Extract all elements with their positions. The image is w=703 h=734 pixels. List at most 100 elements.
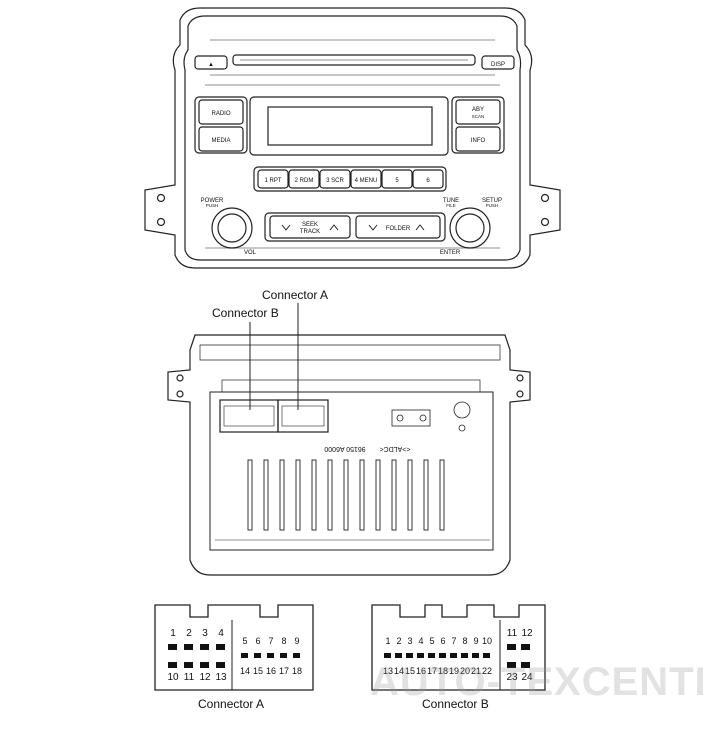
- pin-label: 22: [481, 666, 492, 676]
- pin-label: 15: [252, 666, 263, 676]
- info-label: INFO: [471, 138, 486, 144]
- pin-label: 6: [440, 636, 446, 646]
- preset-button-3[interactable]: [319, 169, 351, 189]
- aby-scan-button[interactable]: [455, 99, 501, 125]
- mount-hole: [540, 217, 550, 227]
- power-sub-label: PUSH: [206, 203, 219, 208]
- pin-label: 1: [385, 636, 391, 646]
- part-number: 96150 A6000: [324, 445, 365, 452]
- pin-label: 17: [426, 666, 437, 676]
- inner-bezel: [183, 15, 522, 261]
- tune-label: TUNE: [443, 198, 459, 204]
- pin-label: 15: [404, 666, 415, 676]
- pin-label: 14: [393, 666, 404, 676]
- pin-label: 24: [521, 672, 533, 683]
- watermark: AUTO-TEXCENTER.RU: [370, 660, 703, 704]
- pin-label: 7: [268, 636, 274, 646]
- media-label: MEDIA: [211, 138, 230, 144]
- mount-hole: [516, 374, 524, 382]
- preset-buttons: [257, 169, 444, 189]
- pin-label: 20: [459, 666, 470, 676]
- pin-label: 21: [470, 666, 481, 676]
- info-button[interactable]: [455, 126, 501, 152]
- preset-label-6: 6: [426, 178, 430, 184]
- pin-label: 23: [506, 672, 518, 683]
- radio-label: RADIO: [211, 111, 230, 117]
- pin-label: 17: [278, 666, 289, 676]
- connector-b-callout: Connector B: [212, 306, 279, 320]
- connector-b-pin-markers: [384, 644, 530, 668]
- pin-label: 5: [242, 636, 248, 646]
- connector-a-outline: [154, 604, 314, 691]
- pin-label: 8: [462, 636, 468, 646]
- preset-label-2: 2 RDM: [295, 178, 314, 184]
- rear-connector-b: [219, 399, 279, 433]
- connector-b-outline: [371, 604, 546, 691]
- preset-button-5[interactable]: [381, 169, 413, 189]
- pin-label: 3: [202, 628, 208, 639]
- media-button[interactable]: [198, 126, 244, 152]
- mount-hole: [176, 390, 184, 398]
- pin-label: 2: [396, 636, 402, 646]
- preset-label-5: 5: [395, 178, 399, 184]
- pin-label: 11: [506, 628, 518, 639]
- vent-slots: [247, 459, 445, 531]
- connector-a-caption: Connector A: [198, 697, 265, 711]
- connector-b-caption: Connector B: [422, 697, 489, 711]
- preset-label-4: 4 MENU: [355, 178, 378, 184]
- pin-label: 10: [481, 636, 492, 646]
- disp-button[interactable]: [481, 55, 515, 70]
- connector-a-callout: Connector A: [262, 288, 329, 302]
- pin-label: 13: [382, 666, 393, 676]
- eject-button[interactable]: [194, 55, 228, 70]
- pin-label: 18: [291, 666, 302, 676]
- pin-label: 5: [429, 636, 435, 646]
- rear-connector-a: [277, 399, 329, 433]
- pin-label: 4: [418, 636, 424, 646]
- display-bezel: [249, 96, 449, 156]
- radio-button[interactable]: [198, 99, 244, 125]
- pin-label: 13: [215, 672, 227, 683]
- pin-label: 14: [239, 666, 250, 676]
- pin-label: 16: [415, 666, 426, 676]
- preset-label-1: 1 RPT: [264, 178, 281, 184]
- rear-panel: [167, 334, 531, 576]
- rear-housing: [167, 334, 531, 576]
- preset-label-3: 3 SCR: [326, 178, 344, 184]
- setup-label: SETUP: [482, 198, 502, 204]
- preset-button-4[interactable]: [350, 169, 382, 189]
- part-marking: <>ALDC<: [380, 445, 411, 452]
- pin-label: 12: [199, 672, 211, 683]
- pin-label: 1: [170, 628, 176, 639]
- callout-lines: [249, 303, 299, 410]
- preset-button-1[interactable]: [257, 169, 289, 189]
- preset-button-6[interactable]: [412, 169, 444, 189]
- mount-hole: [176, 374, 184, 382]
- folder-button[interactable]: [355, 215, 441, 239]
- aby-sub-label: SCAN: [472, 114, 485, 119]
- mount-hole: [156, 217, 166, 227]
- seek-label: SEEK: [302, 222, 318, 228]
- pin-label: 18: [437, 666, 448, 676]
- aby-label: ABY: [472, 107, 484, 113]
- connector-a-pin-markers: [168, 644, 300, 668]
- preset-button-2[interactable]: [288, 169, 320, 189]
- pin-label: 11: [183, 672, 195, 683]
- pin-label: 4: [218, 628, 224, 639]
- cd-slot: [232, 54, 476, 66]
- file-label: FILE: [446, 203, 456, 208]
- enter-label: ENTER: [440, 250, 461, 256]
- eject-label: ▲: [208, 62, 214, 68]
- setup-sub-label: PUSH: [486, 203, 499, 208]
- pin-label: 8: [281, 636, 287, 646]
- mount-hole: [156, 193, 166, 203]
- pin-label: 7: [451, 636, 457, 646]
- seek-track-button[interactable]: [269, 215, 351, 239]
- pin-label: 2: [186, 628, 192, 639]
- display-screen: [267, 106, 433, 146]
- mount-hole: [540, 193, 550, 203]
- vol-label: VOL: [244, 250, 257, 256]
- pin-label: 3: [407, 636, 413, 646]
